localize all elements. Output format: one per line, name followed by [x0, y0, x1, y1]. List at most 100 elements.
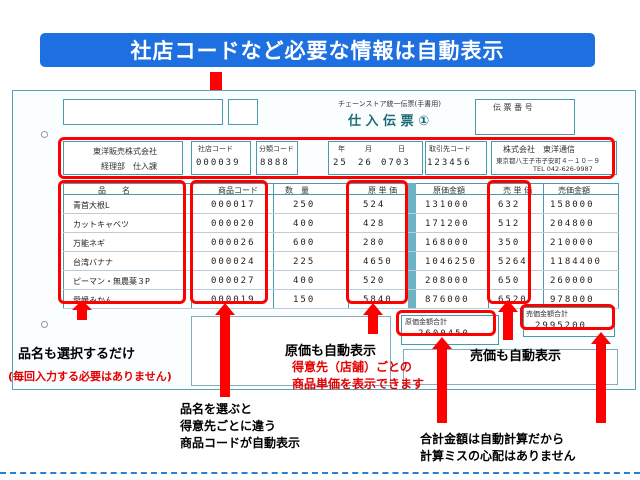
header-box-mid — [228, 99, 258, 125]
cell-unit-cost: 524 — [363, 200, 386, 210]
table-row — [63, 214, 619, 233]
cell-name: 青首大根L — [73, 201, 110, 210]
cell-cost-amount: 131000 — [425, 200, 470, 210]
slip-title: 仕 入 伝 票 ① — [348, 114, 430, 129]
arrow-price-head — [498, 300, 518, 312]
slip-number-box — [475, 99, 575, 135]
arrow-name-shaft — [77, 305, 87, 320]
sales-total-label: 売価金額合計 — [526, 310, 568, 318]
arrow-sales-total-head — [591, 332, 611, 344]
highlight-sales-total — [520, 304, 615, 330]
cell-unit-cost: 428 — [363, 219, 386, 229]
store-code-box — [191, 141, 251, 175]
cell-unit-price: 512 — [498, 219, 521, 229]
caption-total-auto-2: 計算ミスの心配はありません — [420, 449, 576, 463]
table-row — [63, 252, 619, 271]
date-year-value: 25 — [333, 158, 348, 168]
caption-code-auto-1: 品名を選ぶと — [180, 402, 253, 416]
caption-total-auto-1: 合計金額は自動計算だから — [420, 432, 565, 446]
date-day-value: 0703 — [381, 158, 411, 168]
col-header-cost-amount: 原価金額 — [433, 186, 465, 195]
cell-qty: 600 — [293, 238, 316, 248]
col-divider — [543, 183, 544, 309]
cell-name: 愛媛みかん — [73, 296, 113, 305]
date-month-value: 26 — [358, 158, 373, 168]
table-row — [63, 195, 619, 214]
col-header-name: 品 名 — [98, 186, 130, 195]
supplier-box — [491, 141, 617, 175]
date-box — [328, 141, 423, 175]
sales-total-value: 2995200 — [535, 321, 587, 331]
cell-qty: 400 — [293, 219, 316, 229]
arrow-cost-total-shaft — [437, 345, 447, 423]
col-header-unit-cost: 原 単 価 — [368, 186, 398, 195]
cell-qty: 225 — [293, 257, 316, 267]
arrow-cost-total-head — [432, 337, 452, 349]
highlight-unit-price — [487, 180, 531, 304]
cell-unit-price: 5264 — [498, 257, 528, 267]
arrow-cost-shaft — [368, 312, 378, 334]
headline-banner: 社店コードなど必要な情報は自動表示 — [40, 33, 595, 67]
cell-sales-amount: 260000 — [550, 276, 595, 286]
cell-cost-amount: 171200 — [425, 219, 470, 229]
col-header-qty: 数 量 — [285, 186, 309, 195]
cell-unit-cost: 520 — [363, 276, 386, 286]
cell-cost-amount: 168000 — [425, 238, 470, 248]
cell-sales-amount: 1184400 — [550, 257, 602, 267]
buyer-box — [63, 141, 183, 175]
highlight-info-row — [58, 137, 615, 179]
col-header-sales-amount: 売価金額 — [558, 186, 590, 195]
category-box — [256, 141, 298, 175]
punch-hole — [41, 131, 48, 138]
arrow-code-shaft — [220, 312, 230, 397]
cell-qty: 250 — [293, 200, 316, 210]
col-divider — [408, 183, 416, 309]
highlight-item-codes — [190, 180, 268, 304]
caption-cost-auto-sub-1: 得意先（店舗）ごとの — [292, 360, 412, 374]
cell-unit-cost: 5840 — [363, 295, 393, 305]
arrow-name-head — [72, 300, 92, 310]
cell-cost-amount: 1046250 — [425, 257, 477, 267]
cell-sales-amount: 158000 — [550, 200, 595, 210]
punch-hole — [41, 321, 48, 328]
cell-code: 000027 — [211, 276, 256, 286]
col-header-unit-price: 売 単 価 — [503, 186, 533, 195]
table-row — [63, 290, 619, 309]
caption-price-auto: 売価も自動表示 — [470, 349, 562, 364]
table-header-row — [63, 183, 619, 195]
bottom-divider — [0, 472, 640, 474]
arrow-code-head — [215, 303, 235, 315]
highlight-item-names — [58, 180, 186, 304]
slip-number-label: 伝 票 番 号 — [493, 103, 533, 112]
cell-unit-price: 350 — [498, 238, 521, 248]
purchase-slip-form: チェーンストア統一伝票(手書用) 仕 入 伝 票 ① 伝 票 番 号 東洋販売株… — [12, 90, 636, 390]
date-day-label: 日 — [398, 145, 405, 153]
headline-text: 社店コードなど必要な情報は自動表示 — [130, 39, 505, 63]
table-row — [63, 271, 619, 290]
buyer-company: 東洋販売株式会社 — [93, 147, 157, 156]
cell-cost-amount: 876000 — [425, 295, 470, 305]
items-table — [63, 183, 619, 309]
header-box-left — [63, 99, 223, 125]
cell-name: ピーマン・無農薬３P — [73, 277, 150, 286]
supplier-tel: TEL 042-626-9987 — [533, 165, 593, 173]
caption-cost-auto-sub-2: 商品単価を表示できます — [292, 377, 425, 391]
store-code-value: 000039 — [196, 158, 241, 168]
cell-sales-amount: 978000 — [550, 295, 595, 305]
slip-subtitle: チェーンストア統一伝票(手書用) — [338, 100, 441, 108]
cell-name: カットキャベツ — [73, 220, 129, 229]
highlight-cost-total — [396, 310, 496, 336]
highlight-unit-cost — [346, 180, 408, 304]
cell-name: 台湾バナナ — [73, 258, 113, 267]
supplier-address: 東京都八王子市子安町４－１０－９ — [496, 157, 600, 165]
category-value: 8888 — [260, 158, 290, 168]
cell-code: 000017 — [211, 200, 256, 210]
cell-sales-amount: 204800 — [550, 219, 595, 229]
cell-sales-amount: 210000 — [550, 238, 595, 248]
cell-unit-cost: 280 — [363, 238, 386, 248]
cell-qty: 400 — [293, 276, 316, 286]
supplier-code-label: 取引先コード — [429, 145, 471, 153]
col-divider — [273, 183, 274, 309]
cell-code: 000019 — [211, 295, 256, 305]
cell-code: 000020 — [211, 219, 256, 229]
